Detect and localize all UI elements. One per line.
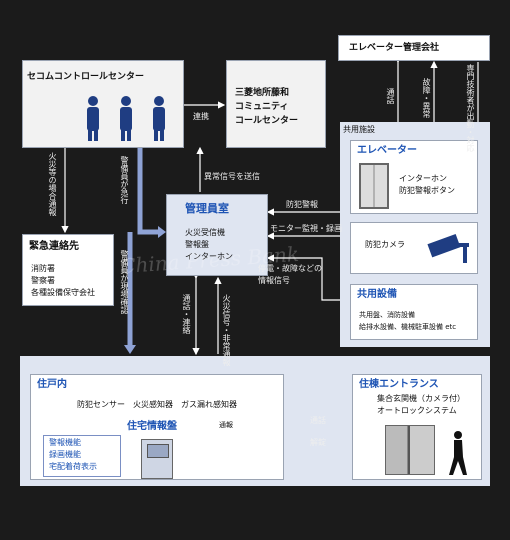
label-tsuuhou: 通報 (219, 421, 233, 429)
elevator-item: インターホン (399, 174, 447, 183)
entrance-box: 住棟エントランス 集合玄関機（カメラ付） オートロックシステム (352, 374, 482, 480)
label-kaijou: 解錠 (310, 438, 326, 447)
info-panel-title: 住宅情報盤 (127, 421, 177, 432)
label-teiden-1: 停電・故障などの (258, 264, 322, 273)
label-guard-check: 警備員が現場確認 (120, 250, 129, 314)
dwelling-box: 住戸内 防犯センサー 火災感知器 ガス漏れ感知器 住宅情報盤 警報機能 録画機能… (30, 374, 284, 480)
dwelling-title: 住戸内 (37, 379, 67, 390)
function-item: 録画機能 (49, 450, 81, 459)
function-item: 警報機能 (49, 438, 81, 447)
label-teiden-2: 情報信号 (258, 276, 290, 285)
label-fire-signal: 火災信号・非常通報 (222, 294, 231, 366)
label-guard-rush: 警備員が急行 (120, 156, 129, 204)
common-label: 共用施設 (343, 125, 375, 134)
label-bouhan: 防犯警報 (286, 200, 318, 209)
camera-label: 防犯カメラ (365, 240, 405, 249)
label-fire-contact: 火災等の場合通報 (48, 152, 57, 216)
security-camera-icon (427, 233, 469, 263)
person-icon (449, 431, 467, 475)
secom-title: セコムコントロールセンター (27, 72, 145, 82)
elevator-item: 防犯警報ボタン (399, 186, 455, 195)
elevator-box: エレベーター インターホン 防犯警報ボタン (350, 140, 478, 214)
facility-item: 給排水設備、機械駐車設備 etc (359, 323, 457, 331)
manager-title: 管理員室 (185, 202, 229, 215)
camera-box: 防犯カメラ (350, 222, 478, 274)
manager-item: 火災受信機 (185, 228, 225, 237)
label-tsuuwa-right: 通話 (310, 416, 326, 425)
elevator-door-icon (359, 163, 389, 209)
secom-center-box: セコムコントロールセンター (22, 60, 184, 148)
elevator-title: エレベーター (357, 145, 417, 156)
label-elev-tsuuwa: 通話 (386, 88, 395, 104)
emergency-item: 警察署 (31, 276, 55, 285)
facility-item: 共用盤、消防設備 (359, 311, 415, 319)
manager-room-box: 管理員室 火災受信機 警報盤 インターホン (166, 194, 268, 276)
entrance-item: オートロックシステム (377, 406, 457, 415)
label-ijou: 異常信号を送信 (204, 172, 260, 181)
emergency-title: 緊急連絡先 (29, 241, 79, 252)
elevator-company-box: エレベーター管理会社 (338, 35, 490, 61)
label-tsuuwa-renraku: 通話・連絡 (182, 294, 191, 334)
mitsubishi-line-2: コミュニティ (235, 102, 289, 112)
facility-box: 共用設備 共用盤、消防設備 給排水設備、機械駐車設備 etc (350, 284, 478, 340)
label-renkei: 連携 (193, 112, 209, 121)
label-monitor: モニター監視・録画 (270, 224, 342, 233)
mitsubishi-line-1: 三菱地所藤和 (235, 88, 290, 98)
facility-title: 共用設備 (357, 289, 397, 300)
emergency-item: 消防署 (31, 264, 55, 273)
function-item: 宅配着荷表示 (49, 462, 97, 471)
functions-box (43, 435, 121, 477)
emergency-contact-box: 緊急連絡先 消防署 警察署 各種設備保守会社 (22, 234, 114, 306)
mitsubishi-line-3: コールセンター (235, 116, 299, 126)
entrance-item: 集合玄関機（カメラ付） (377, 394, 465, 403)
manager-item: インターホン (185, 252, 233, 261)
manager-item: 警報盤 (185, 240, 209, 249)
elevator-company-title: エレベーター管理会社 (349, 43, 440, 53)
sensors-label: 防犯センサー 火災感知器 ガス漏れ感知器 (77, 400, 237, 409)
entrance-title: 住棟エントランス (359, 379, 439, 390)
mitsubishi-callcenter-box: 三菱地所藤和 コミュニティ コールセンター (226, 60, 326, 148)
label-koshou: 故障・異常 (422, 78, 431, 118)
label-engineer: 専門技術者が出動・対応 (466, 64, 475, 152)
info-panel-icon (141, 439, 173, 479)
emergency-item: 各種設備保守会社 (31, 288, 95, 297)
guard-figures-icon (87, 96, 165, 141)
entrance-door-icon (385, 425, 435, 475)
